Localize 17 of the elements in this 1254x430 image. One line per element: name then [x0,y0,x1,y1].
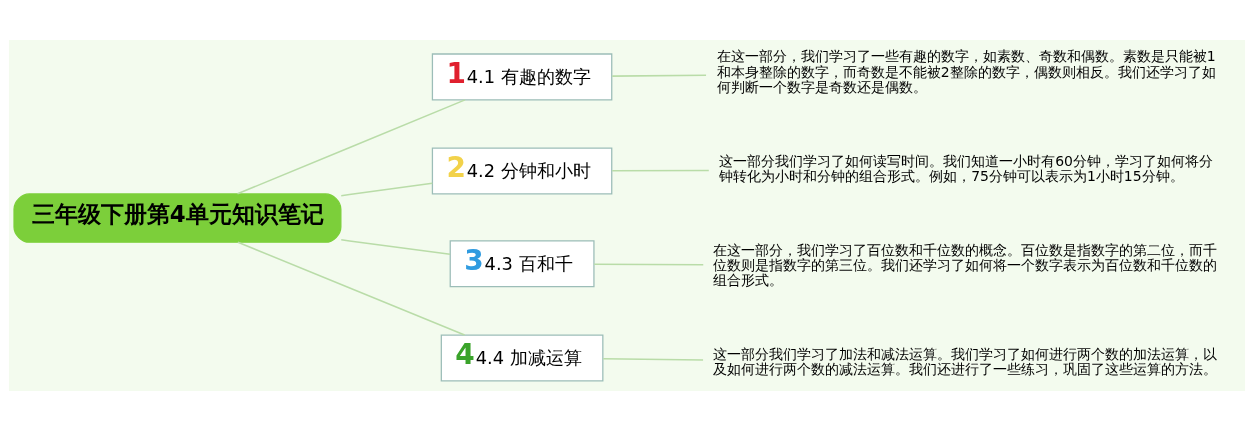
node-text: 在这一部分，我们学习了百位数和千位数的概念。百位数是指数字的第二位，而千位数则是指数字的第三位。我们还学习了如何将一个数字表示为百位数和千位数的组合形式。 [713,241,1218,288]
connector [237,240,466,336]
node-box: 三年级下册第4单元知识笔记 [13,192,342,243]
connector [340,181,434,196]
node-box: 34.3 百和千 [449,239,595,287]
connector [602,357,704,361]
node-text: 在这一部分，我们学习了一些有趣的数字，如素数、奇数和偶数。素数是只能被1和本身整除的数字，而奇数是不能被2整除的数字，偶数则相反。我们还学习了如何判断一个数字是奇数还是偶数。 [716,47,1216,95]
connector [340,238,451,255]
connector [236,98,466,195]
connector [611,74,707,77]
connector [611,169,710,171]
node-text: 这一部分我们学习了加法和减法运算。我们学习了如何进行两个数的加法运算，以及如何进行两个数的减法运算。我们还进行了一些练习，巩固了这些运算的方法。 [713,345,1218,377]
node-box: 24.2 分钟和小时 [431,146,613,194]
connector [593,262,704,266]
node-box: 14.1 有趣的数字 [431,52,613,100]
node-text: 这一部分我们学习了如何读写时间。我们知道一小时有60分钟，学习了如何将分钟转化为小时和分钟的组合形式。例如，75分钟可以表示为1小时15分钟。 [719,152,1213,184]
node-box: 44.4 加减运算 [440,333,604,381]
